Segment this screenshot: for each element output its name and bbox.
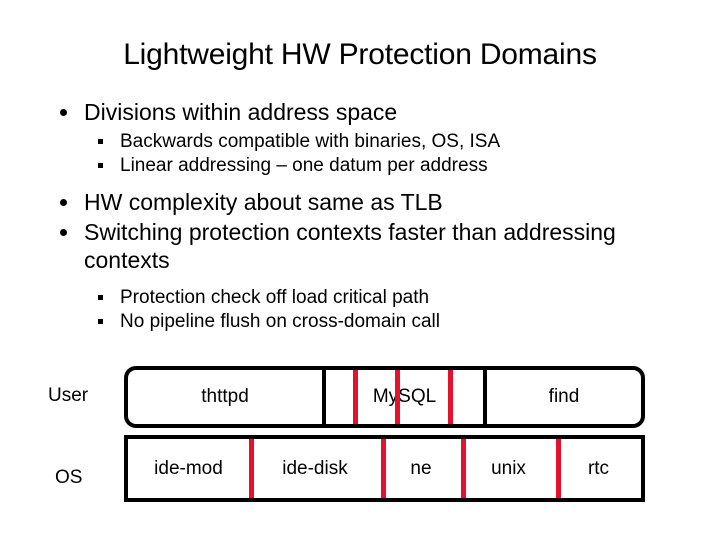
page-title: Lightweight HW Protection Domains	[123, 38, 597, 71]
protection-domain-divider	[448, 370, 453, 424]
user-domain-cell: MySQL	[322, 370, 487, 424]
bullet-level1: Divisions within address space	[52, 98, 672, 126]
sub-bullet-group: Protection check off load critical path …	[52, 286, 672, 334]
bullet-level2: Backwards compatible with binaries, OS, …	[52, 130, 672, 154]
bullet-level2: Protection check off load critical path	[52, 286, 672, 310]
bullet-dot-icon	[60, 229, 67, 236]
bullet-text: No pipeline flush on cross-domain call	[120, 311, 440, 332]
bullet-text: Divisions within address space	[84, 99, 398, 125]
bullet-text: HW complexity about same as TLB	[84, 189, 443, 215]
os-domain-cell: ide-mod	[154, 457, 223, 479]
bullet-level1: HW complexity about same as TLB	[52, 188, 672, 216]
protection-domain-divider	[395, 370, 400, 424]
bullet-square-icon	[98, 163, 103, 168]
os-domain-cell: unix	[491, 457, 526, 479]
bullet-square-icon	[98, 139, 103, 144]
bullet-square-icon	[98, 295, 103, 300]
bullet-text: Switching protection contexts faster tha…	[84, 219, 616, 273]
bullet-square-icon	[98, 319, 103, 324]
bullet-text: Protection check off load critical path	[120, 287, 430, 308]
row-label-user: User	[48, 385, 89, 406]
protection-domain-divider	[249, 439, 254, 498]
user-domain-cell: thttpd	[201, 386, 249, 407]
user-address-space-band: thttpd MySQL find	[124, 366, 645, 428]
bullet-list: Divisions within address space Backwards…	[52, 98, 672, 334]
row-label-os: OS	[55, 467, 83, 488]
protection-domain-divider	[353, 370, 358, 424]
protection-domain-divider	[556, 439, 561, 498]
os-domain-cell: ne	[410, 457, 432, 479]
protection-domain-divider	[381, 439, 386, 498]
os-address-space-band: ide-mod ide-disk ne unix rtc	[124, 435, 645, 502]
bullet-text: Linear addressing – one datum per addres…	[120, 155, 488, 176]
protection-domain-divider	[461, 439, 466, 498]
bullet-dot-icon	[60, 199, 67, 206]
sub-bullet-group: Backwards compatible with binaries, OS, …	[52, 130, 672, 178]
bullet-level2: No pipeline flush on cross-domain call	[52, 310, 672, 334]
bullet-dot-icon	[60, 109, 67, 116]
bullet-text: Backwards compatible with binaries, OS, …	[120, 131, 501, 152]
bullet-level2: Linear addressing – one datum per addres…	[52, 154, 672, 178]
bullet-level1: Switching protection contexts faster tha…	[52, 218, 672, 274]
user-domain-cell: find	[548, 386, 580, 407]
os-domain-cell: rtc	[587, 457, 610, 479]
os-domain-cell: ide-disk	[282, 457, 348, 479]
